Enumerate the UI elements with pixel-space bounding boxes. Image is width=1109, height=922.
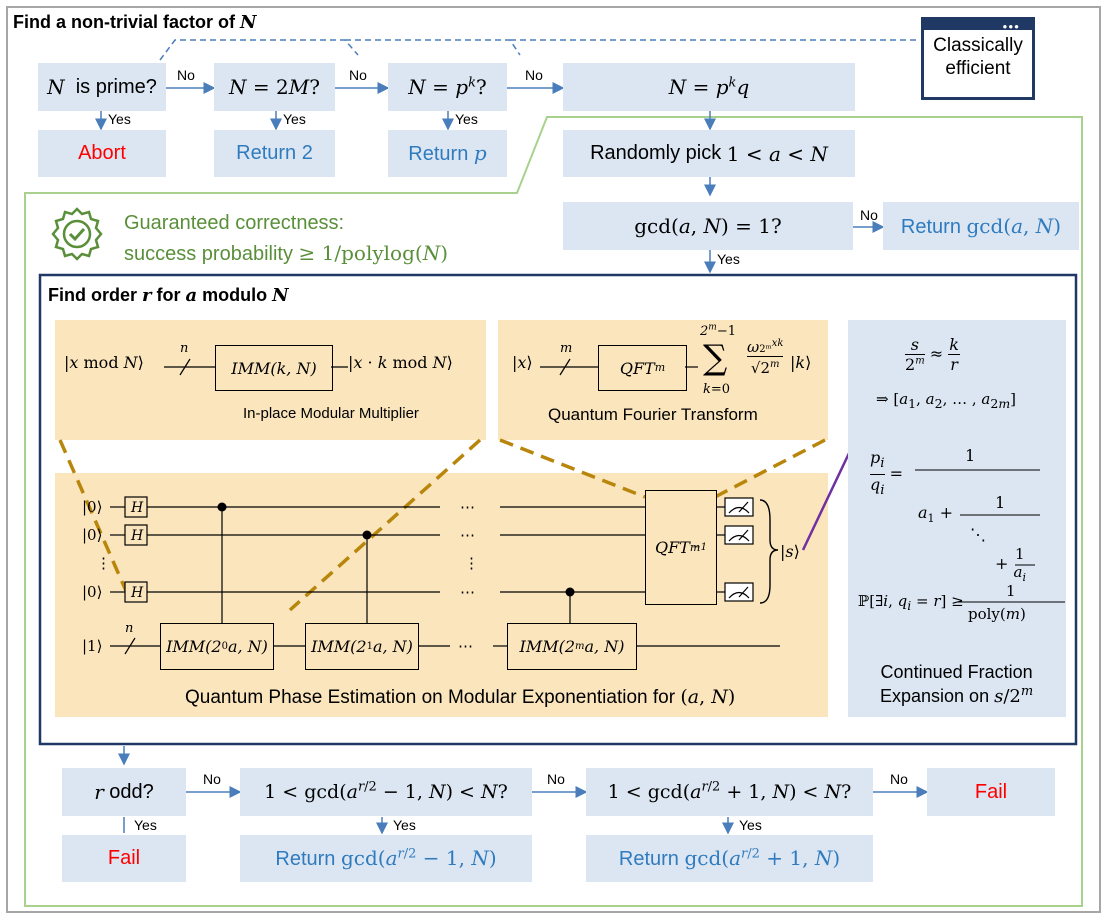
cf-one: 1 xyxy=(965,446,976,465)
phase-output-ket: |s⟩ xyxy=(780,542,800,561)
svg-text:H: H xyxy=(130,500,144,516)
return-gcd-box: Return gcd(a, N) xyxy=(883,202,1079,250)
qft-sum: 2m−1 xyxy=(700,322,736,339)
imm-caption: In-place Modular Multiplier xyxy=(243,405,419,422)
no-label-6: No xyxy=(547,771,565,787)
no-label-1: No xyxy=(177,67,195,83)
r-odd-box: r odd? xyxy=(62,768,186,816)
cf-sequence: ⇒ [a1, a2, … , a2m] xyxy=(876,390,1017,411)
browser-window-icon: ●●● xyxy=(924,20,1032,31)
n-prime-box: N is prime? xyxy=(38,63,166,111)
classical-dashed-line xyxy=(159,39,920,61)
imm-input-ket: |x mod N⟩ xyxy=(64,353,144,372)
gcd-test-box: gcd(a, N) = 1? xyxy=(563,202,853,250)
svg-text:H: H xyxy=(130,585,144,601)
qft-caption: Quantum Fourier Transform xyxy=(548,405,758,424)
imm-output-ket: |x · k mod N⟩ xyxy=(348,353,453,372)
yes-label-2: Yes xyxy=(283,111,306,127)
svg-text:⋮: ⋮ xyxy=(96,554,111,572)
qft-input-ket: |x⟩ xyxy=(512,353,533,372)
classical-label-1: Classically xyxy=(933,35,1023,56)
cf-prob-num: 1 xyxy=(1006,582,1016,600)
qft-output-ket: |k⟩ xyxy=(790,353,812,372)
svg-text:|0⟩: |0⟩ xyxy=(82,498,102,516)
yes-label-3: Yes xyxy=(455,111,478,127)
return-p-box: Return p xyxy=(388,130,507,177)
fail-box-left: Fail xyxy=(62,835,186,882)
yes-label-5: Yes xyxy=(134,817,157,833)
hadamard-gates xyxy=(124,496,148,603)
svg-text:⋯: ⋯ xyxy=(460,526,475,544)
svg-text:n: n xyxy=(180,341,188,356)
green-region xyxy=(24,116,1083,907)
no-label-7: No xyxy=(890,771,908,787)
n-2m-box: N = 2M? xyxy=(214,63,335,111)
cf-one-2: 1 xyxy=(995,493,1006,512)
svg-text:H: H xyxy=(130,528,144,544)
classical-box: ●●● Classically efficient xyxy=(921,17,1035,100)
test-minus-box: 1 < gcd(ar/2 − 1, N) < N? xyxy=(240,768,532,816)
qft-zoom-line-left xyxy=(499,438,646,499)
no-label-5: No xyxy=(203,771,221,787)
pick-box: Randomly pick 1 < a < N xyxy=(563,130,855,177)
cf-probability: ℙ[∃i, qi = r] ≥ xyxy=(858,592,964,613)
svg-text:⋮: ⋮ xyxy=(464,554,479,572)
guarantee-text: Guaranteed correctness: success probabil… xyxy=(124,212,449,265)
test-plus-box: 1 < gcd(ar/2 + 1, N) < N? xyxy=(586,768,873,816)
yes-label-1: Yes xyxy=(108,111,131,127)
order-frame xyxy=(38,273,1078,746)
return-plus-box: Return gcd(ar/2 + 1, N) xyxy=(586,835,873,882)
outer-frame xyxy=(6,6,1101,913)
no-label-3: No xyxy=(525,67,543,83)
fail-box-right: Fail xyxy=(927,768,1055,816)
svg-text:|1⟩: |1⟩ xyxy=(82,637,102,655)
no-label-2: No xyxy=(349,67,367,83)
svg-text:|0⟩: |0⟩ xyxy=(82,583,102,601)
qft-fraction: ω2ᵐxk √2m xyxy=(747,338,784,377)
svg-text:n: n xyxy=(125,621,133,636)
no-label-4: No xyxy=(860,207,878,223)
cf-caption: Continued Fraction Expansion on s/2m xyxy=(880,662,1034,707)
cf-a1: a1 + xyxy=(918,503,954,526)
cf-panel xyxy=(848,320,1066,717)
yes-label-7: Yes xyxy=(739,817,762,833)
yes-label-6: Yes xyxy=(393,817,416,833)
classical-label-2: efficient xyxy=(945,58,1011,79)
svg-text:|0⟩: |0⟩ xyxy=(82,526,102,544)
cf-dots: ⋱ xyxy=(970,525,986,544)
svg-text:⋯: ⋯ xyxy=(458,637,473,655)
qft-sigma: ∑ xyxy=(703,338,728,378)
order-title: Find order r for a modulo N xyxy=(48,285,289,306)
svg-text:⋯: ⋯ xyxy=(460,498,475,516)
verified-badge-icon xyxy=(51,207,103,261)
abort-box: Abort xyxy=(38,130,166,177)
qft-sum-lower: k=0 xyxy=(703,382,731,397)
imm-zoom-line-left xyxy=(58,439,132,601)
imm-gate: IMM(k, N) xyxy=(215,345,333,391)
n-pkq-box: N = pkq xyxy=(563,63,855,111)
svg-text:⋯: ⋯ xyxy=(460,583,475,601)
n-pk-box: N = pk? xyxy=(388,63,507,111)
measurement-icons xyxy=(724,497,754,602)
qpe-caption: Quantum Phase Estimation on Modular Expo… xyxy=(185,686,736,708)
outer-title: Find a non-trivial factor of N xyxy=(13,12,257,33)
return-2-box: Return 2 xyxy=(214,130,335,177)
cf-prob-den: poly(m) xyxy=(968,605,1026,623)
svg-text:m: m xyxy=(560,341,572,356)
yes-label-4: Yes xyxy=(717,251,740,267)
return-minus-box: Return gcd(ar/2 − 1, N) xyxy=(240,835,532,882)
